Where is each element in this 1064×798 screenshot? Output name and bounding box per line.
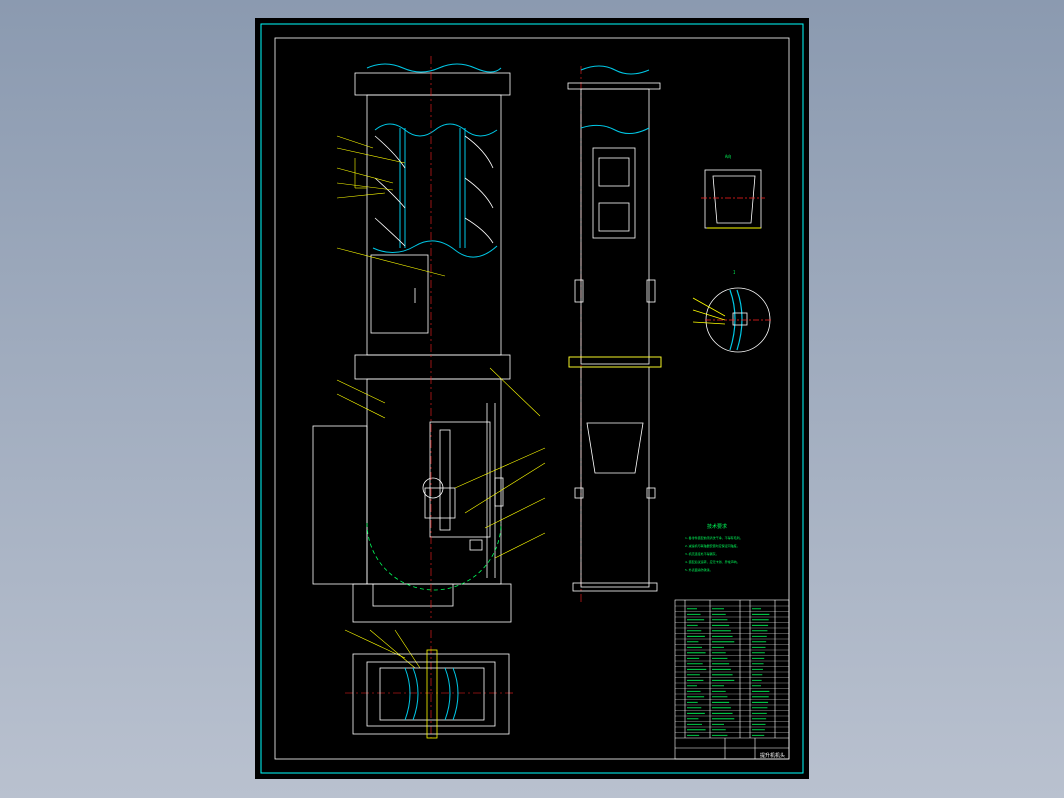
- buckets-left: [374, 135, 494, 247]
- leader-lines: [336, 135, 546, 669]
- side-break-line: [580, 65, 650, 75]
- detail-i-label: I: [733, 270, 736, 275]
- bom-table: [674, 599, 790, 760]
- cad-drawing-sheet[interactable]: A向 I 技术要求 1.各零件装配前须清洗干净，不得有毛刺。 2.减速机与联轴器…: [255, 18, 809, 779]
- side-elevation: [567, 82, 662, 592]
- front-break-line: [366, 63, 502, 73]
- bom-text: [687, 608, 770, 736]
- bom-rows: [675, 605, 789, 733]
- title-block-drawing-name: 提升机机头: [760, 753, 786, 759]
- technical-note-line: 1.各零件装配前须清洗干净，不得有毛刺。: [685, 536, 743, 540]
- plan-view: [352, 653, 510, 735]
- front-casing-hatch: [372, 123, 498, 258]
- boot-pulley-arc: [366, 522, 502, 591]
- technical-note-line: 3.机壳连接处不得漏灰。: [685, 552, 719, 556]
- detail-i: [692, 287, 771, 353]
- detail-a: [701, 169, 765, 229]
- side-flange-highlight: [568, 356, 662, 368]
- technical-note-line: 5.外表面涂防锈漆。: [685, 568, 713, 572]
- cad-drawing: [260, 23, 804, 774]
- plan-shaft: [426, 649, 438, 739]
- plan-view-hatch: [404, 667, 459, 721]
- technical-note-line: 2.减速机与联轴器安装时应保证同轴度。: [685, 544, 740, 548]
- side-hatch: [580, 124, 650, 134]
- outer-frame: [260, 23, 804, 774]
- front-elevation: [312, 72, 512, 623]
- technical-note-line: 4.装配后试运转，应无卡滞、异常声响。: [685, 560, 740, 564]
- inner-frame: [274, 37, 790, 760]
- detail-a-label: A向: [725, 154, 732, 159]
- technical-notes-title: 技术要求: [707, 524, 728, 530]
- centerlines: [345, 56, 582, 738]
